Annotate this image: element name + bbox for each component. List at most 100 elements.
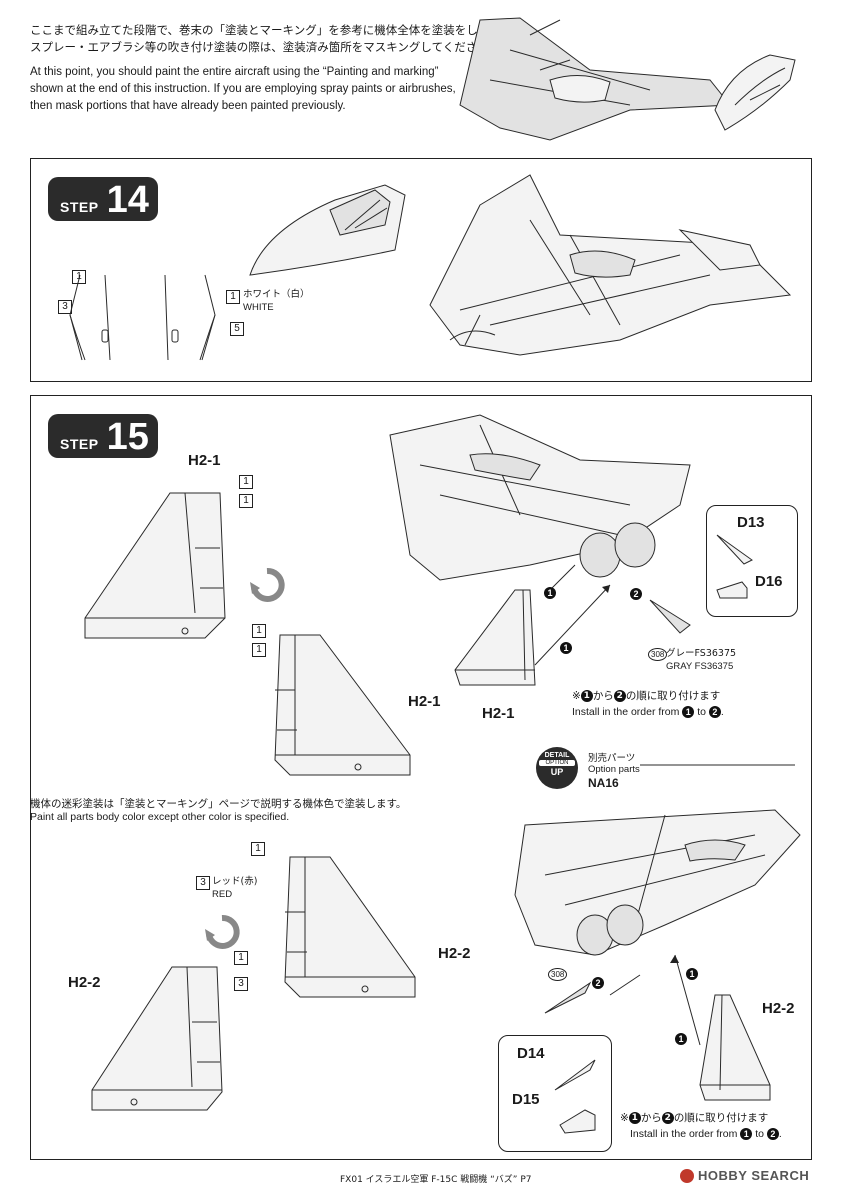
detail-up-top: DETAIL xyxy=(544,752,570,759)
detail-up-badge: DETAIL OPTION UP xyxy=(536,747,578,789)
callout-1-mid-b: 1 xyxy=(252,643,266,657)
order-note-jp-b-badge1: 1 xyxy=(628,1112,641,1124)
step15-badge-number: 15 xyxy=(106,416,149,458)
order-note-jp-b-tail: の順に取り付けます xyxy=(673,1112,769,1124)
order-badge-1b: 1 xyxy=(560,642,572,654)
callout-3-red: 3 xyxy=(196,876,210,890)
step15-panel xyxy=(30,395,812,1160)
camo-note-jp: 機体の迷彩塗装は「塗装とマーキング」ページで説明する機体色で塗装します。 xyxy=(30,798,407,810)
label-d16: D16 xyxy=(755,573,783,590)
part-d13-d16-illustration xyxy=(716,534,753,599)
order-note-en-b-badge2: 2 xyxy=(766,1128,779,1141)
order-note-jp-a-tail: の順に取り付けます xyxy=(625,690,721,702)
order-badge-2b: 2 xyxy=(592,977,604,989)
rotate-arrow-icon-a xyxy=(250,568,285,602)
part-d14-callout-shape xyxy=(544,981,592,1014)
order-note-jp-b-badge2: 2 xyxy=(661,1112,674,1124)
order-badge-1a: 1 xyxy=(544,587,556,599)
callout-3-h22-low: 3 xyxy=(234,977,248,991)
order-note-en-a-dot: . xyxy=(720,706,724,718)
order-note-en-a-badge2: 2 xyxy=(708,706,721,719)
intro-aircraft-illustration xyxy=(459,17,796,141)
order-note-en-b: Install in the order from 1 to 2. xyxy=(630,1128,782,1141)
step14-callout-3: 3 xyxy=(58,300,72,314)
page-footer: FX01 イスラエル空軍 F-15C 戦闘機 “バズ” P7 xyxy=(340,1175,532,1185)
step14-callout-5: 5 xyxy=(230,322,244,336)
gray-en: GRAY FS36375 xyxy=(666,661,734,672)
part-d14-d15-illustration xyxy=(554,1059,596,1134)
detail-up-mid: OPTION xyxy=(539,760,575,766)
callout-1-top-b: 1 xyxy=(239,494,253,508)
option-parts-code: NA16 xyxy=(588,776,619,790)
gray-color-code: 308 xyxy=(648,648,668,661)
label-h2-1-right: H2-1 xyxy=(408,693,441,710)
detail-box-d13-d16 xyxy=(706,505,798,617)
hobby-search-text: HOBBY SEARCH xyxy=(698,1168,810,1183)
option-parts-jp: 別売パーツ xyxy=(588,753,636,764)
step14-callout-1b: 1 xyxy=(226,290,240,304)
order-note-jp-a-mark: ※ xyxy=(572,690,581,702)
h2-1-tail-view-a xyxy=(84,492,226,639)
detail-up-bot: UP xyxy=(550,767,564,777)
label-h2-1-assembly: H2-1 xyxy=(482,705,515,722)
detail-box-d14-d15 xyxy=(498,1035,612,1152)
install-arrows-b xyxy=(609,954,701,1046)
callout-1-top-a: 1 xyxy=(239,475,253,489)
step14-white-en: WHITE xyxy=(243,302,274,313)
step14-nose-illustration xyxy=(249,184,406,276)
step14-badge-word: STEP xyxy=(60,199,99,215)
step14-detail-right xyxy=(164,274,216,361)
h2-2-tail-view-a xyxy=(284,856,416,998)
label-d14: D14 xyxy=(517,1045,545,1062)
callout-1-h22-top: 1 xyxy=(251,842,265,856)
order-note-en-a: Install in the order from 1 to 2. xyxy=(572,706,724,719)
order-note-en-b-text: Install in the order from xyxy=(630,1128,738,1140)
order-note-en-b-to: to xyxy=(755,1128,764,1140)
order-note-en-a-text: Install in the order from xyxy=(572,706,680,718)
step15-vertical-tail-a xyxy=(454,589,536,686)
step15-vertical-tail-b xyxy=(699,994,771,1101)
hobby-search-logo-icon xyxy=(680,1168,694,1183)
label-h2-1-top: H2-1 xyxy=(188,452,221,469)
step15-badge: STEP 15 xyxy=(48,414,158,458)
step14-aircraft-illustration xyxy=(429,174,792,356)
step14-badge-number: 14 xyxy=(106,179,149,221)
order-badge-1c: 1 xyxy=(686,968,698,980)
intro-jp-line1: ここまで組み立てた段階で、巻末の「塗装とマーキング」を参考に機体全体を塗装をしま… xyxy=(30,23,512,37)
step14-detail-left xyxy=(69,274,111,361)
order-badge-2a: 2 xyxy=(630,588,642,600)
order-note-jp-a-badge1: 1 xyxy=(580,690,593,702)
label-d13: D13 xyxy=(737,514,765,531)
step15-aircraft-rear-a xyxy=(389,414,691,581)
camo-note-en: Paint all parts body color except other … xyxy=(30,811,290,823)
step14-badge: STEP 14 xyxy=(48,177,158,221)
order-note-jp-b-mid: から xyxy=(640,1112,662,1124)
label-h2-2-right: H2-2 xyxy=(438,945,471,962)
step15-aircraft-rear-b xyxy=(514,809,801,956)
part-d13-callout-shape xyxy=(649,599,691,634)
hobby-search-watermark: HOBBY SEARCH xyxy=(680,1168,809,1183)
gray-color-code-b: 308 xyxy=(548,968,568,981)
intro-jp-line2: スプレー・エアブラシ等の吹き付け塗装の際は、塗装済み箇所をマスキングしてください… xyxy=(30,40,501,54)
step14-callout-1a: 1 xyxy=(72,270,86,284)
rotate-arrow-icon-b xyxy=(205,915,240,949)
option-parts-en: Option parts xyxy=(588,764,640,775)
order-badge-1d: 1 xyxy=(675,1033,687,1045)
callout-1-h22-low: 1 xyxy=(234,951,248,965)
callout-1-mid-a: 1 xyxy=(252,624,266,638)
order-note-jp-b-mark: ※ xyxy=(620,1112,629,1124)
order-note-en-b-badge1: 1 xyxy=(740,1128,753,1141)
option-leader-line xyxy=(640,764,795,766)
intro-en-line3: then mask portions that have already bee… xyxy=(30,100,346,112)
intro-en-line1: At this point, you should paint the enti… xyxy=(30,66,439,78)
order-note-jp-a-badge2: 2 xyxy=(613,690,626,702)
red-jp: レッド(赤) xyxy=(212,876,258,887)
intro-en-line2: shown at the end of this instruction. If… xyxy=(30,83,456,95)
label-d15: D15 xyxy=(512,1091,540,1108)
gray-jp: グレーFS36375 xyxy=(666,648,737,659)
install-arrows-a xyxy=(534,564,611,666)
step14-panel xyxy=(30,158,812,382)
order-note-en-b-dot: . xyxy=(778,1128,782,1140)
